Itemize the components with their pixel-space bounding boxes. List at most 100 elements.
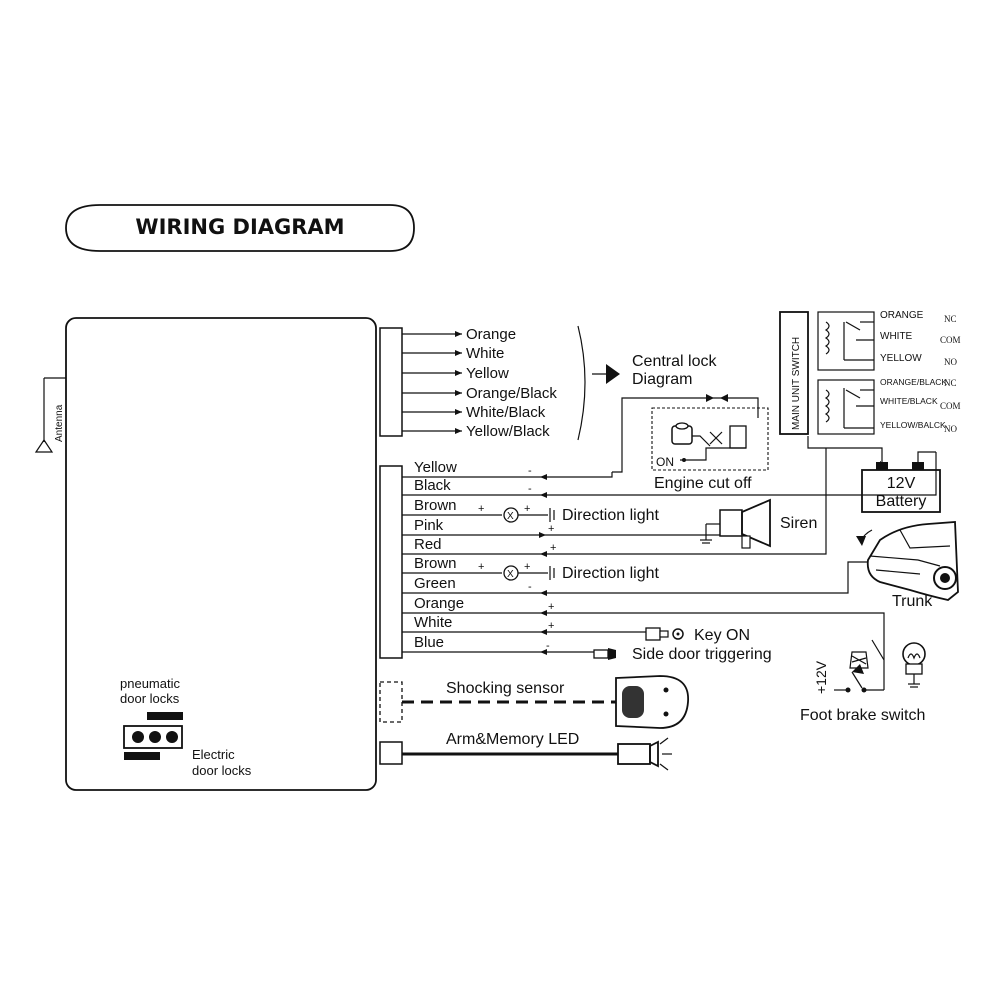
- pneumatic-label-line1: pneumatic: [120, 676, 180, 691]
- main-wire-label: Red: [414, 536, 442, 553]
- central-lock-label-line1: Central lock: [632, 353, 717, 370]
- foot-brake-switch: +12V Foot brake switch: [800, 616, 926, 724]
- main-wire-label: Pink: [414, 517, 444, 534]
- main-control-unit: [65, 317, 377, 791]
- siren-label: Siren: [780, 515, 817, 532]
- battery-label: Battery: [876, 493, 927, 510]
- central-lock-wire-label: Yellow: [466, 365, 509, 382]
- main-unit-switch-label: MAIN UNIT SWITCH: [791, 337, 802, 430]
- main-wire-label: Black: [414, 477, 451, 494]
- main-wire-label: Blue: [414, 634, 444, 651]
- electric-label-line2: door locks: [192, 763, 252, 778]
- relay-contact-label: NO: [944, 357, 957, 367]
- key-and-door: Key ON Side door triggering: [593, 627, 772, 663]
- main-wire-label: Green: [414, 575, 456, 592]
- wire-arrow: [455, 350, 462, 356]
- polarity-sign: -: [528, 581, 532, 593]
- battery-voltage: 12V: [887, 475, 916, 492]
- battery: + − 12V Battery: [861, 451, 941, 513]
- on-label: ON: [656, 455, 674, 469]
- relay-wire-label: WHITE: [880, 331, 913, 342]
- wire-run: [807, 436, 883, 455]
- relay-contact-label: NO: [944, 424, 957, 434]
- relay-contact-label: COM: [940, 335, 961, 345]
- trunk-car: Trunk: [856, 521, 959, 610]
- direction-light-label: Direction light: [562, 565, 659, 582]
- direction-light-label: Direction light: [562, 507, 659, 524]
- wire-arrow: [540, 649, 547, 655]
- wire-run: [470, 561, 868, 594]
- shock-sensor-label: Shocking sensor: [446, 680, 565, 697]
- central-lock-wire-label: Orange: [466, 326, 516, 343]
- main-wire-label: Orange: [414, 595, 464, 612]
- wire-run: [470, 612, 885, 616]
- relay-contact-label: NC: [944, 378, 957, 388]
- polarity-sign: -: [528, 483, 532, 495]
- relay-contact-label: NC: [944, 314, 957, 324]
- title-banner: WIRING DIAGRAM: [65, 204, 415, 252]
- relay-wire-label: YELLOW: [880, 353, 922, 364]
- wire-arrow: [455, 428, 462, 434]
- central-lock-wire-label: White: [466, 345, 504, 362]
- main-harness-connector: YellowBlackBrownPinkRedBrownGreenOrangeW…: [379, 459, 470, 659]
- pneumatic-label-line2: door locks: [120, 691, 180, 706]
- central-lock-connector: OrangeWhiteYellowOrange/BlackWhite/Black…: [379, 325, 717, 441]
- antenna: Antenna: [34, 377, 66, 453]
- selector-pin: [149, 731, 161, 743]
- page-title: WIRING DIAGRAM: [135, 215, 344, 239]
- antenna-label: Antenna: [54, 404, 65, 442]
- wire-arrow: [540, 551, 547, 557]
- wire-arrow: [540, 629, 547, 635]
- wire-run: [470, 452, 937, 496]
- main-wire-label: Brown: [414, 555, 457, 572]
- external-wiring: - - + X + Direction light + + + X + Direction light…: [470, 436, 937, 655]
- engine-cut-off-label: Engine cut off: [654, 475, 752, 492]
- wire-run: [470, 472, 613, 478]
- polarity-sign: +: [550, 542, 556, 554]
- wire-arrow: [455, 409, 462, 415]
- relay-wire-label: ORANGE/BLACK: [880, 377, 947, 387]
- lamp-cross: X: [507, 569, 514, 580]
- relay-wire-label: WHITE/BLACK: [880, 396, 938, 406]
- polarity-sign: +: [524, 561, 530, 573]
- electric-label-line1: Electric: [192, 747, 235, 762]
- wire-arrow: [455, 331, 462, 337]
- polarity-sign: +: [478, 503, 484, 515]
- polarity-sign: +: [478, 561, 484, 573]
- plus12-label: +12V: [813, 660, 829, 694]
- polarity-sign: +: [548, 620, 554, 632]
- relay-contact-label: COM: [940, 401, 961, 411]
- foot-brake-label: Foot brake switch: [800, 707, 925, 724]
- engine-cut-off: ON Engine cut off: [612, 394, 769, 492]
- polarity-sign: +: [548, 523, 554, 535]
- polarity-sign: +: [524, 503, 530, 515]
- wire-arrow: [540, 590, 547, 596]
- polarity-sign: -: [528, 465, 532, 477]
- arm-memory-led: Arm&Memory LED: [379, 731, 672, 771]
- main-wire-label: Brown: [414, 497, 457, 514]
- led-label: Arm&Memory LED: [446, 731, 579, 748]
- siren: Siren: [700, 498, 817, 549]
- main-wire-label: Yellow: [414, 459, 457, 476]
- central-lock-wire-label: White/Black: [466, 404, 546, 421]
- central-lock-label-line2: Diagram: [632, 371, 692, 388]
- wire-arrow: [455, 370, 462, 376]
- central-lock-wire-label: Yellow/Black: [466, 423, 550, 440]
- shocking-sensor: Shocking sensor: [379, 675, 689, 729]
- selector-pin: [166, 731, 178, 743]
- wire-arrow: [540, 474, 547, 480]
- wire-arrow: [539, 532, 546, 538]
- selector-pin: [132, 731, 144, 743]
- polarity-sign: +: [548, 601, 554, 613]
- wire-run: [470, 448, 827, 555]
- key-on-label: Key ON: [694, 627, 750, 644]
- relay-wire-label: ORANGE: [880, 310, 924, 321]
- battery-plus-terminal: +: [877, 457, 884, 471]
- lamp-cross: X: [507, 511, 514, 522]
- battery-minus-terminal: −: [913, 457, 920, 471]
- wire-arrow: [455, 390, 462, 396]
- relay-wire-label: YELLOW/BALCK: [880, 420, 946, 430]
- wire-arrow: [540, 610, 547, 616]
- side-door-label: Side door triggering: [632, 646, 772, 663]
